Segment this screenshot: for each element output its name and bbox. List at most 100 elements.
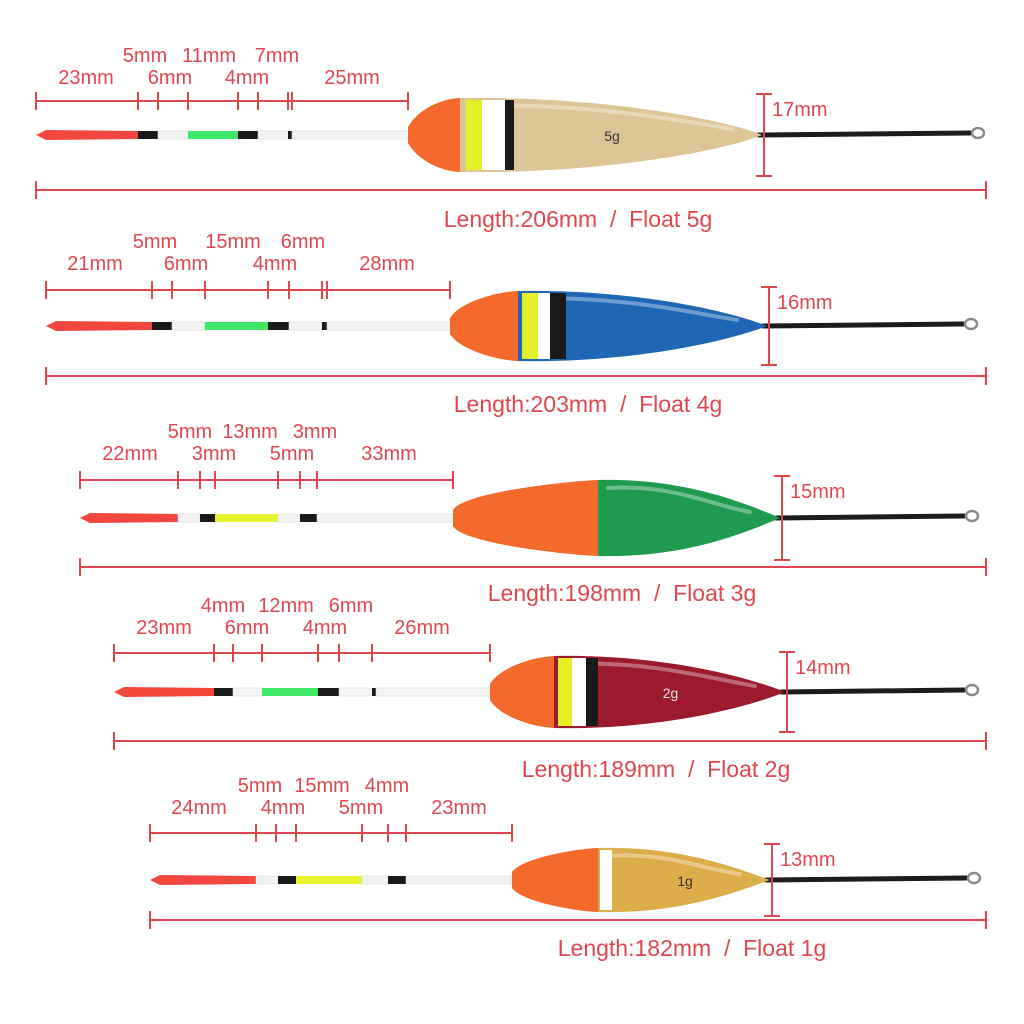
length-caption: Length:198mm / Float 3g bbox=[488, 580, 757, 606]
float-body bbox=[518, 290, 767, 362]
antenna-segment bbox=[214, 688, 233, 696]
diameter-label: 14mm bbox=[795, 657, 851, 679]
segment-label-bottom: 4mm bbox=[303, 617, 347, 639]
segment-label-bottom: 24mm bbox=[171, 797, 227, 819]
antenna-segment bbox=[338, 687, 373, 697]
collar-band bbox=[600, 850, 612, 910]
diameter-label: 13mm bbox=[780, 849, 836, 871]
float-stem bbox=[760, 321, 966, 329]
antenna-segment bbox=[296, 876, 362, 884]
collar-band bbox=[558, 658, 572, 726]
float-stem bbox=[773, 513, 967, 521]
collar-band bbox=[538, 293, 550, 359]
segment-label-bottom: 23mm bbox=[58, 67, 114, 89]
segment-label-top: 15mm bbox=[205, 231, 261, 253]
float-stem bbox=[755, 130, 973, 138]
segment-label-bottom: 28mm bbox=[359, 253, 415, 275]
collar-band bbox=[586, 658, 598, 726]
segment-label-bottom: 5mm bbox=[339, 797, 383, 819]
segment-label-bottom: 6mm bbox=[164, 253, 208, 275]
float-stem bbox=[778, 687, 967, 695]
segment-label-top: 5mm bbox=[168, 421, 212, 443]
antenna-tip bbox=[80, 513, 178, 523]
antenna-segment bbox=[268, 322, 289, 330]
float-collar bbox=[453, 480, 600, 556]
float-collar bbox=[490, 656, 556, 728]
collar-band bbox=[522, 293, 538, 359]
antenna-segment bbox=[232, 687, 263, 697]
antenna-segment bbox=[255, 875, 279, 885]
segment-label-bottom: 4mm bbox=[253, 253, 297, 275]
collar-band bbox=[505, 100, 514, 170]
antenna-segment bbox=[205, 322, 268, 330]
antenna-segment bbox=[361, 875, 389, 885]
antenna-segment bbox=[257, 130, 289, 140]
antenna-segment bbox=[326, 321, 451, 331]
antenna-segment bbox=[288, 131, 292, 139]
segment-label-top: 5mm bbox=[238, 775, 282, 797]
hook-eye bbox=[966, 871, 982, 885]
diameter-label: 15mm bbox=[790, 481, 846, 503]
segment-label-bottom: 4mm bbox=[225, 67, 269, 89]
antenna-segment bbox=[291, 130, 409, 140]
collar-band bbox=[550, 293, 566, 359]
antenna-segment bbox=[171, 321, 206, 331]
antenna-segment bbox=[388, 876, 406, 884]
antenna-segment bbox=[277, 513, 301, 523]
segment-label-bottom: 3mm bbox=[192, 443, 236, 465]
float-body bbox=[554, 655, 785, 729]
float-collar bbox=[408, 98, 462, 172]
body-weight-mark: 2g bbox=[663, 685, 679, 701]
hook-eye bbox=[970, 126, 986, 140]
antenna-tip bbox=[114, 687, 214, 697]
antenna-segment bbox=[322, 322, 327, 330]
collar-band bbox=[572, 658, 586, 726]
length-caption: Length:206mm / Float 5g bbox=[444, 206, 713, 232]
diameter-label: 16mm bbox=[777, 292, 833, 314]
diameter-label: 17mm bbox=[772, 99, 828, 121]
body-weight-mark: 1g bbox=[677, 873, 693, 889]
segment-label-top: 11mm bbox=[182, 45, 236, 67]
segment-label-top: 13mm bbox=[222, 421, 278, 443]
segment-label-bottom: 23mm bbox=[431, 797, 487, 819]
antenna-tip bbox=[36, 130, 138, 140]
antenna-segment bbox=[375, 687, 491, 697]
collar-band bbox=[466, 100, 482, 170]
antenna-tip bbox=[46, 321, 152, 331]
body-highlight bbox=[606, 485, 752, 514]
segment-label-bottom: 23mm bbox=[136, 617, 192, 639]
hook-eye bbox=[964, 683, 980, 697]
segment-label-bottom: 21mm bbox=[67, 253, 123, 275]
segment-label-bottom: 6mm bbox=[225, 617, 269, 639]
antenna-segment bbox=[318, 688, 339, 696]
segment-label-top: 4mm bbox=[201, 595, 245, 617]
antenna-segment bbox=[278, 876, 296, 884]
antenna-segment bbox=[288, 321, 323, 331]
antenna-segment bbox=[405, 875, 513, 885]
antenna-segment bbox=[177, 513, 201, 523]
body-weight-mark: 5g bbox=[604, 128, 620, 144]
antenna-segment bbox=[300, 514, 317, 522]
antenna-segment bbox=[200, 514, 215, 522]
segment-label-top: 3mm bbox=[293, 421, 337, 443]
hook-eye bbox=[963, 317, 979, 331]
segment-label-bottom: 33mm bbox=[361, 443, 417, 465]
segment-label-top: 12mm bbox=[258, 595, 314, 617]
segment-label-bottom: 25mm bbox=[324, 67, 380, 89]
length-caption: Length:189mm / Float 2g bbox=[522, 756, 791, 782]
antenna-segment bbox=[372, 688, 376, 696]
float-body bbox=[598, 847, 770, 913]
antenna-segment bbox=[316, 513, 454, 523]
float-collar bbox=[450, 291, 520, 361]
segment-label-bottom: 22mm bbox=[102, 443, 158, 465]
segment-label-bottom: 4mm bbox=[261, 797, 305, 819]
antenna-segment bbox=[238, 131, 258, 139]
float-body bbox=[460, 97, 762, 173]
segment-label-bottom: 26mm bbox=[394, 617, 450, 639]
